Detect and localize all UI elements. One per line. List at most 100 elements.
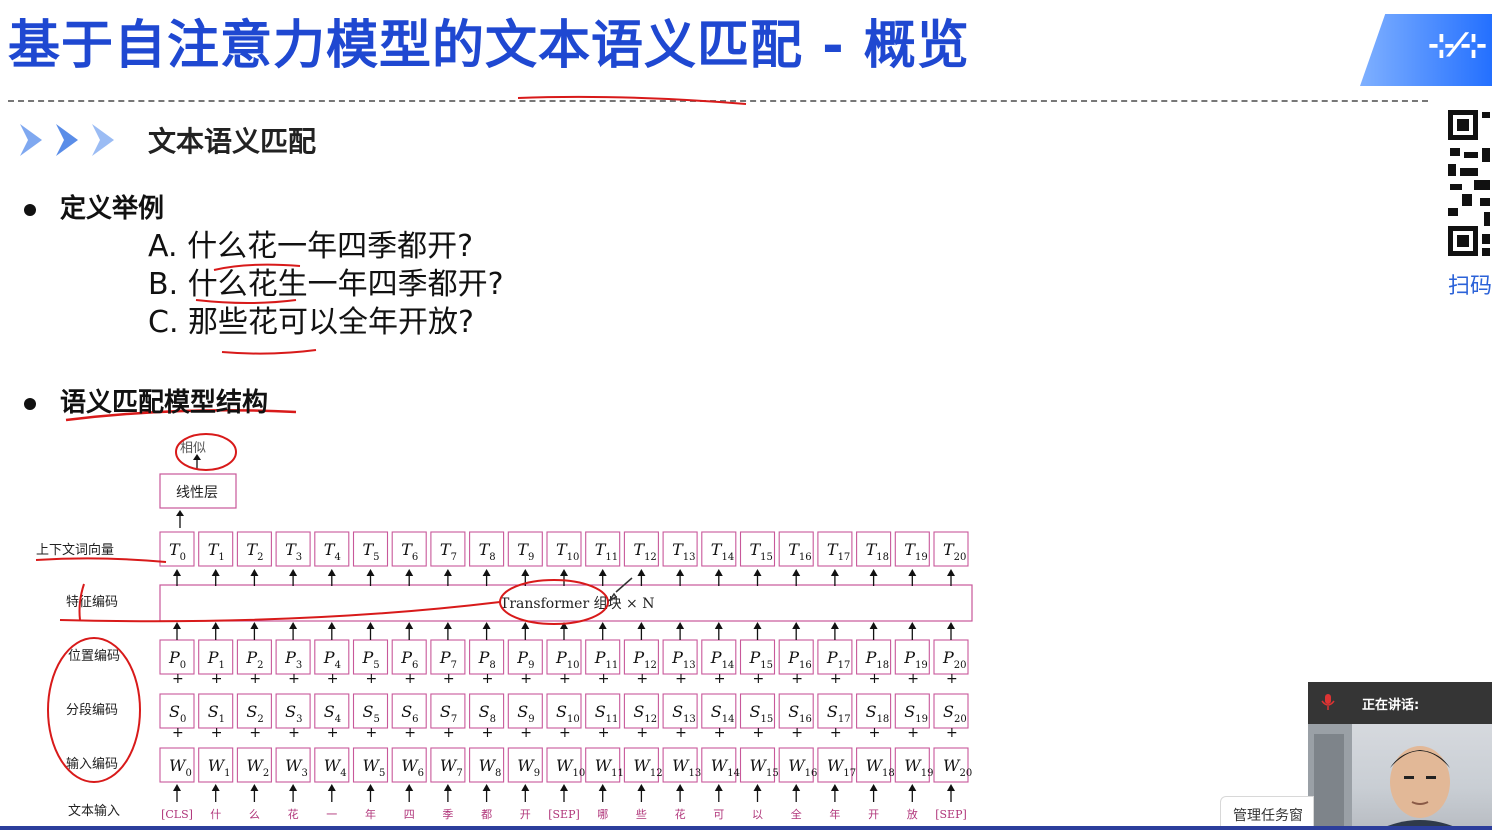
flow-arrowhead	[792, 569, 801, 576]
context-vector-cell	[430, 531, 466, 567]
input-encoding-cell	[352, 747, 389, 783]
plus-sign: +	[636, 671, 648, 687]
flow-arrowhead	[521, 784, 530, 791]
flow-arrowhead	[753, 784, 762, 791]
token-text: 以	[752, 808, 763, 821]
segment-encoding-cell	[507, 693, 543, 729]
token-text: 哪	[597, 808, 608, 821]
row-label-input: 输入编码	[66, 756, 118, 772]
position-encoding-cell	[701, 639, 737, 675]
context-vector-cell	[198, 531, 234, 567]
flow-arrowhead	[908, 622, 917, 629]
token-text: 些	[636, 807, 647, 821]
flow-arrowhead	[792, 622, 801, 629]
input-encoding-cell	[469, 747, 505, 783]
segment-encoding-cell	[391, 693, 427, 729]
example-b: B. 什么花生一年四季都开?	[148, 267, 504, 302]
segment-encoding-cell	[236, 693, 272, 729]
flow-arrowhead	[753, 622, 762, 629]
output-label: 相似	[180, 441, 206, 456]
flow-arrowhead	[676, 784, 685, 791]
input-encoding-cell	[585, 747, 621, 783]
bottom-bar	[0, 826, 1492, 830]
speaker-header: 正在讲话:	[1308, 682, 1492, 724]
token-text: 开	[868, 808, 879, 821]
segment-encoding-cell	[430, 693, 466, 729]
plus-sign: +	[675, 671, 687, 687]
flow-arrowhead	[443, 784, 452, 791]
flow-arrowhead	[211, 622, 220, 629]
input-encoding-cell	[778, 747, 814, 783]
flow-arrowhead	[289, 784, 298, 791]
token-text: 全	[791, 807, 802, 821]
row-label-context: 上下文词向量	[36, 542, 114, 558]
qr-code-icon[interactable]	[1446, 108, 1492, 258]
position-encoding-cell	[391, 639, 427, 675]
context-vector-cell	[778, 531, 814, 567]
position-encoding-cell	[314, 639, 350, 675]
segment-encoding-cell	[352, 693, 389, 729]
plus-sign: +	[907, 725, 919, 741]
plus-sign: +	[443, 671, 455, 687]
flow-arrowhead	[869, 569, 878, 576]
context-vector-cell	[623, 531, 659, 567]
section-title: 文本语义匹配	[148, 125, 317, 158]
flow-arrowhead	[443, 622, 452, 629]
example-a: A. 什么花一年四季都开?	[148, 229, 473, 264]
flow-arrowhead	[908, 569, 917, 576]
flow-arrowhead	[830, 622, 839, 629]
transformer-label: Transformer 组块 × N	[500, 596, 654, 612]
speaker-panel[interactable]: 正在讲话:	[1308, 682, 1492, 830]
plus-sign: +	[869, 725, 881, 741]
flow-arrowhead	[327, 622, 336, 629]
position-encoding-cell	[856, 639, 892, 675]
plus-sign: +	[211, 725, 223, 741]
context-vector-cell	[894, 531, 930, 567]
segment-encoding-cell	[275, 693, 311, 729]
flow-arrowhead	[676, 622, 685, 629]
position-encoding-cell	[236, 639, 272, 675]
flow-arrowhead	[598, 622, 607, 629]
plus-sign: +	[443, 725, 455, 741]
flow-arrowhead	[250, 784, 259, 791]
plus-sign: +	[636, 725, 648, 741]
flow-arrowhead	[830, 569, 839, 576]
plus-sign: +	[714, 671, 726, 687]
pen-cursor-icon	[607, 577, 633, 602]
bullet-structure: 语义匹配模型结构	[24, 382, 268, 419]
plus-sign: +	[559, 671, 571, 687]
flow-arrowhead	[637, 569, 646, 576]
speaker-video[interactable]	[1308, 724, 1492, 830]
plus-sign: +	[482, 725, 494, 741]
flow-arrowhead	[714, 784, 723, 791]
flow-arrowhead	[560, 569, 568, 576]
logo-icon: ⊹⁄⊹	[1428, 26, 1487, 64]
context-vector-cell	[546, 531, 582, 567]
flow-arrowhead	[560, 784, 568, 791]
plus-sign: +	[211, 671, 223, 687]
flow-arrowhead	[173, 784, 181, 791]
microphone-icon[interactable]	[1320, 693, 1336, 711]
input-encoding-cell	[701, 747, 737, 783]
token-text: 年	[829, 807, 840, 821]
row-label-text: 文本输入	[68, 803, 120, 819]
context-vector-cell	[585, 531, 621, 567]
plus-sign: +	[714, 725, 726, 741]
plus-sign: +	[753, 671, 765, 687]
context-vector-cell	[701, 531, 737, 567]
transformer-block	[159, 584, 973, 622]
flow-arrowhead	[405, 784, 414, 791]
flow-arrowhead	[753, 569, 762, 576]
input-encoding-cell	[662, 747, 698, 783]
context-vector-cell	[739, 531, 776, 567]
context-vector-cell	[662, 531, 698, 567]
manage-task-window-button[interactable]: 管理任务窗	[1220, 796, 1314, 830]
context-vector-cell	[817, 531, 853, 567]
bullet-dot	[24, 203, 36, 216]
segment-encoding-cell	[546, 693, 582, 729]
token-text: 开	[520, 808, 531, 821]
flow-arrowhead	[327, 784, 336, 791]
plus-sign: +	[482, 671, 494, 687]
flow-arrowhead	[637, 622, 646, 629]
